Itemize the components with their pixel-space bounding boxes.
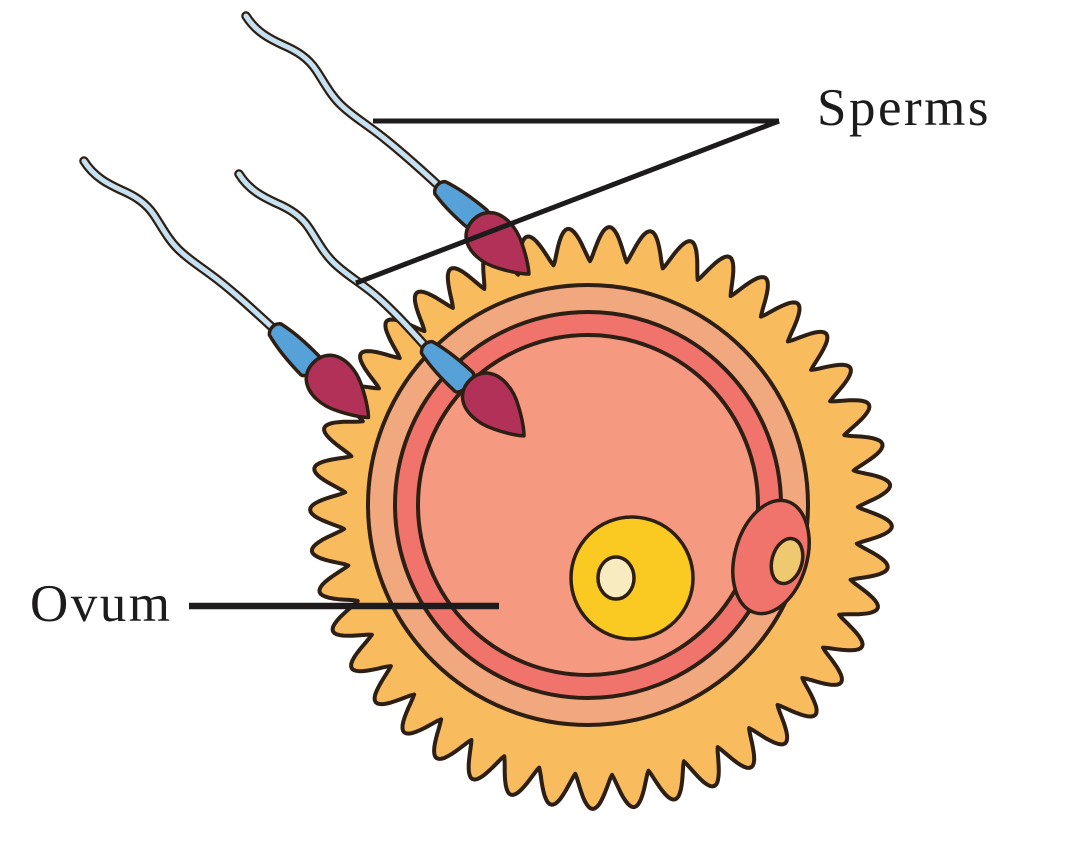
sperm-3 — [79, 156, 388, 437]
sperm-2-tail — [236, 171, 430, 351]
sperms-pointer-line-2 — [355, 118, 780, 286]
sperm-2 — [234, 169, 543, 455]
sperms-label: Sperms — [817, 79, 991, 137]
sperm-1 — [241, 11, 548, 293]
sperm-3-tail — [81, 158, 278, 333]
annotations: Sperms Ovum — [30, 79, 991, 633]
ovum-label: Ovum — [30, 575, 173, 633]
sperm-1-tail — [243, 13, 443, 190]
polar-body — [769, 536, 805, 586]
ovum-nucleolus — [596, 555, 636, 601]
